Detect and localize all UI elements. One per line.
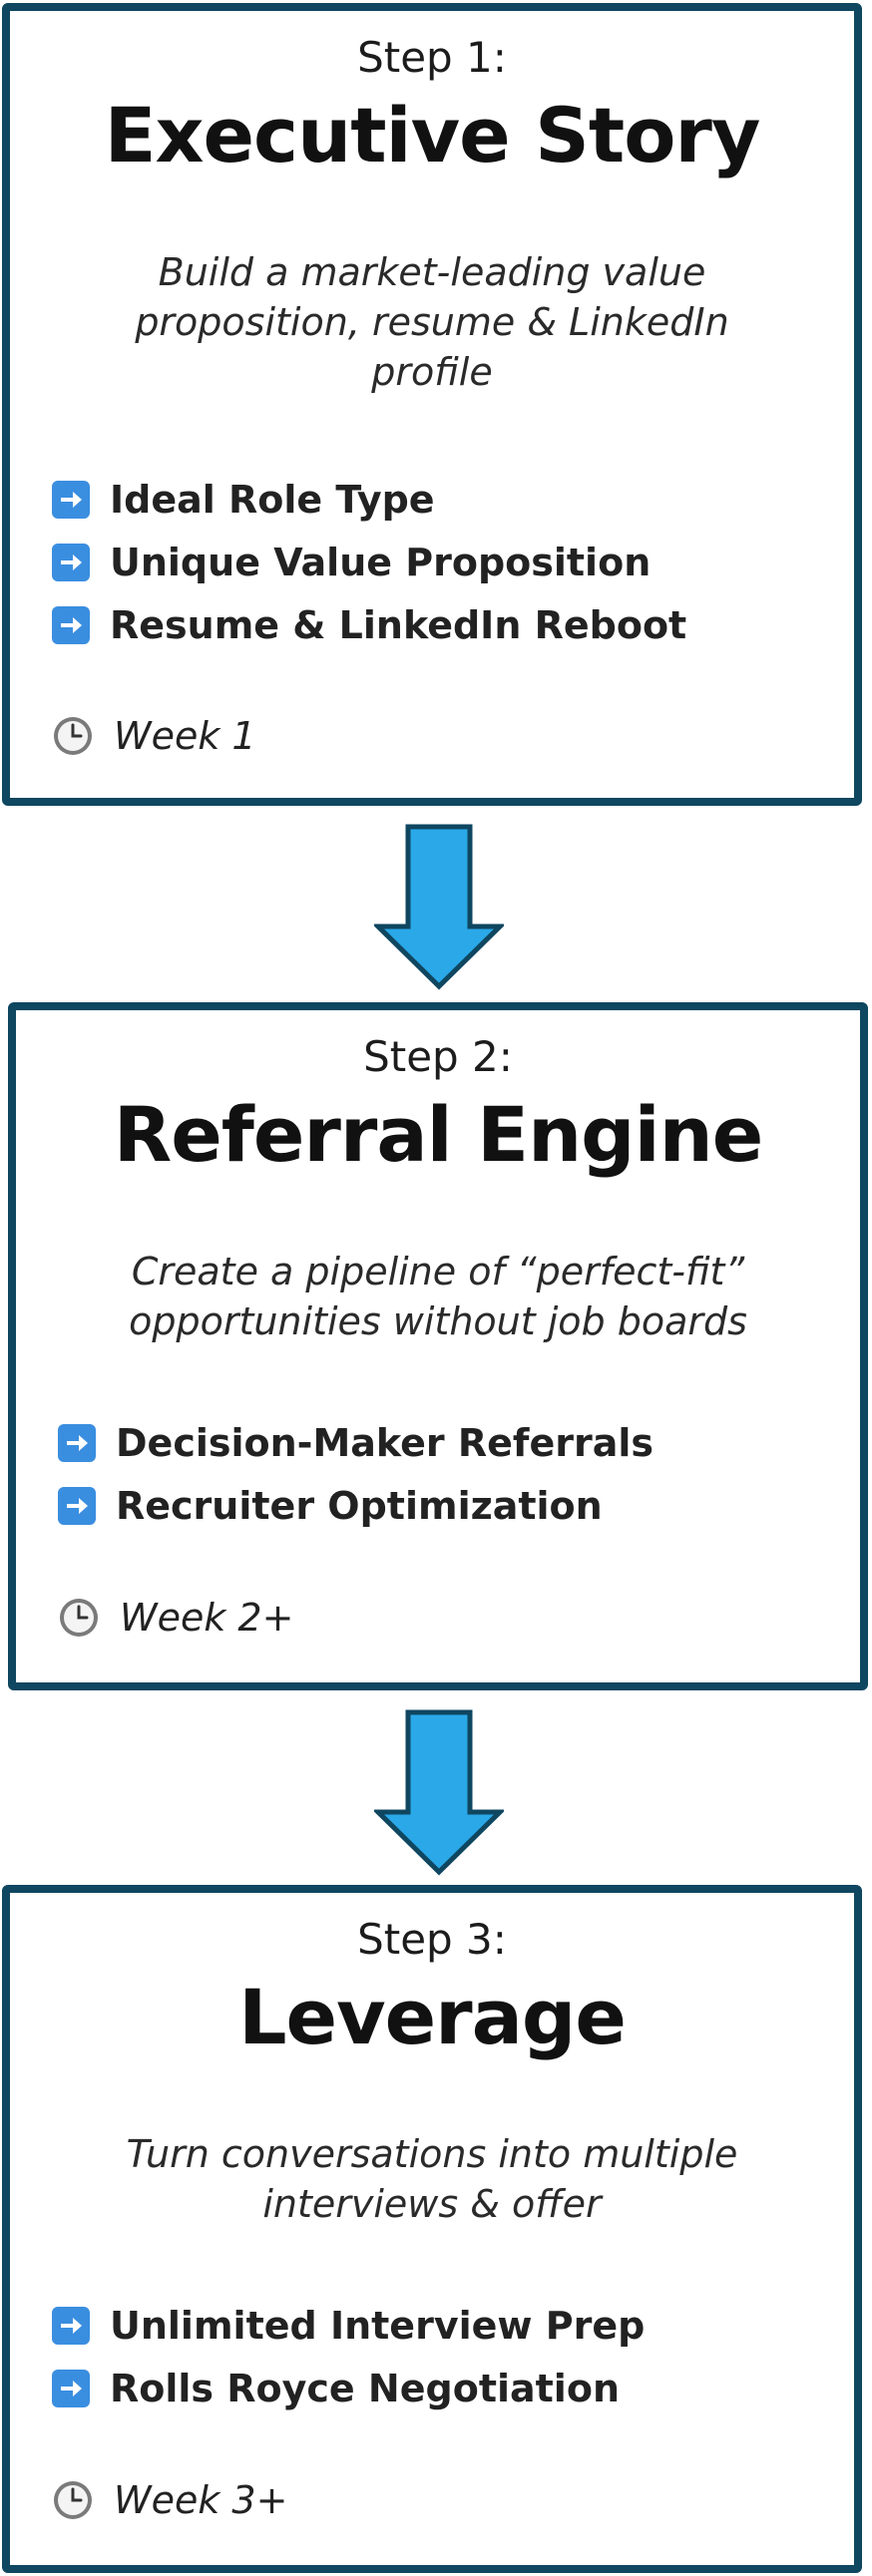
feature-label: Ideal Role Type bbox=[110, 477, 435, 522]
step-subtitle: Build a market-leading value proposition… bbox=[135, 250, 729, 394]
step-subtitle: Create a pipeline of “perfect-fit” oppor… bbox=[129, 1250, 747, 1343]
clock-icon bbox=[54, 2481, 92, 2519]
step-title: Executive Story bbox=[104, 91, 761, 180]
feature-item: Unique Value Proposition bbox=[52, 531, 834, 593]
right-arrow-icon bbox=[52, 2369, 90, 2407]
feature-list: Unlimited Interview Prep Rolls Royce Neg… bbox=[52, 2294, 834, 2419]
feature-item: Recruiter Optimization bbox=[58, 1474, 840, 1537]
step-title: Referral Engine bbox=[113, 1090, 764, 1179]
down-arrow-icon bbox=[374, 1709, 504, 1876]
right-arrow-icon bbox=[52, 480, 90, 519]
timeline: Week 2+ bbox=[58, 1596, 293, 1640]
step-card-3: Step 3: Leverage Turn conversations into… bbox=[2, 1885, 862, 2573]
feature-item: Unlimited Interview Prep bbox=[52, 2294, 834, 2357]
clock-icon bbox=[60, 1599, 98, 1637]
feature-label: Unique Value Proposition bbox=[110, 540, 652, 584]
right-arrow-icon bbox=[52, 543, 90, 581]
step-title: Leverage bbox=[238, 1973, 627, 2061]
clock-icon bbox=[54, 717, 92, 755]
timeline-label: Week 1 bbox=[114, 714, 256, 758]
feature-label: Recruiter Optimization bbox=[116, 1483, 603, 1528]
step-label: Step 3: bbox=[357, 1915, 507, 1964]
feature-list: Ideal Role Type Unique Value Proposition… bbox=[52, 468, 834, 656]
timeline: Week 1 bbox=[52, 714, 256, 758]
timeline-label: Week 3+ bbox=[114, 2478, 288, 2522]
feature-label: Decision-Maker Referrals bbox=[116, 1420, 654, 1465]
feature-item: Decision-Maker Referrals bbox=[58, 1411, 840, 1474]
step-card-1: Step 1: Executive Story Build a market-l… bbox=[2, 3, 862, 806]
timeline: Week 3+ bbox=[52, 2478, 287, 2522]
step-card-2: Step 2: Referral Engine Create a pipelin… bbox=[8, 1002, 868, 1690]
feature-label: Resume & LinkedIn Reboot bbox=[110, 602, 687, 647]
feature-label: Rolls Royce Negotiation bbox=[110, 2366, 620, 2410]
right-arrow-icon bbox=[58, 1486, 96, 1525]
right-arrow-icon bbox=[52, 2306, 90, 2345]
step-subtitle: Turn conversations into multiple intervi… bbox=[126, 2132, 738, 2226]
feature-label: Unlimited Interview Prep bbox=[110, 2303, 646, 2348]
feature-item: Resume & LinkedIn Reboot bbox=[52, 593, 834, 656]
timeline-label: Week 2+ bbox=[120, 1596, 294, 1640]
feature-list: Decision-Maker Referrals Recruiter Optim… bbox=[58, 1411, 840, 1537]
down-arrow-icon bbox=[374, 824, 504, 990]
right-arrow-icon bbox=[52, 605, 90, 644]
right-arrow-icon bbox=[58, 1423, 96, 1462]
step-label: Step 1: bbox=[357, 33, 507, 82]
step-label: Step 2: bbox=[363, 1032, 513, 1081]
feature-item: Rolls Royce Negotiation bbox=[52, 2357, 834, 2419]
feature-item: Ideal Role Type bbox=[52, 468, 834, 531]
